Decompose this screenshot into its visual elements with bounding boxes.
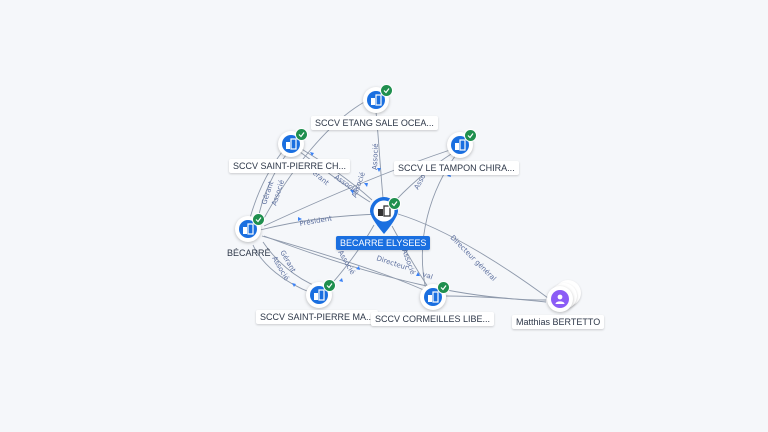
arrow-marker bbox=[350, 190, 354, 194]
edge-bertetto-elysees bbox=[397, 213, 549, 299]
arrow-marker bbox=[416, 272, 420, 276]
node-label: SCCV ETANG SALE OCEA... bbox=[311, 116, 438, 130]
node-label: SCCV CORMEILLES LIBE... bbox=[371, 312, 495, 326]
arrow-marker bbox=[292, 283, 296, 287]
node-label: BÉCARRÉ bbox=[227, 248, 271, 258]
edge-label: val bbox=[421, 270, 434, 281]
arrow-marker bbox=[377, 168, 381, 172]
arrow-marker bbox=[364, 183, 368, 187]
company-bubble[interactable] bbox=[306, 279, 336, 308]
edge-elysees-stpierre-ch-2 bbox=[299, 151, 371, 203]
building-icon bbox=[371, 94, 382, 106]
arrow-marker bbox=[310, 152, 314, 156]
edge-becarre-etang bbox=[261, 99, 369, 223]
verified-check-icon bbox=[380, 84, 393, 97]
edge-bertetto-cormeilles bbox=[445, 295, 547, 303]
edge-becarre-elysees bbox=[259, 212, 383, 231]
person-bubble[interactable] bbox=[547, 286, 573, 312]
building-icon bbox=[286, 138, 297, 150]
edge-elysees-cormeilles-2 bbox=[261, 235, 429, 293]
company-bubble[interactable] bbox=[420, 281, 450, 310]
edge-becarre-stpierre-ch-2 bbox=[249, 151, 283, 219]
verified-check-icon bbox=[323, 279, 336, 292]
node-label: SCCV SAINT-PIERRE CH... bbox=[229, 159, 351, 173]
company-bubble[interactable] bbox=[447, 129, 477, 158]
edge-label: Associé bbox=[371, 143, 380, 170]
node-label: SCCV SAINT-PIERRE MA... bbox=[256, 310, 378, 324]
arrow-marker bbox=[339, 278, 343, 282]
arrow-marker bbox=[356, 266, 360, 270]
verified-check-icon bbox=[295, 128, 308, 141]
verified-check-icon bbox=[464, 129, 477, 142]
node-label: Matthias BERTETTO bbox=[512, 315, 605, 329]
building-icon bbox=[428, 291, 439, 303]
building-icon bbox=[243, 223, 254, 235]
node-label: SCCV LE TAMPON CHIRA... bbox=[394, 161, 519, 175]
building-icon bbox=[314, 289, 325, 301]
edge-label: Président bbox=[299, 214, 333, 228]
verified-check-icon bbox=[388, 197, 401, 210]
company-bubble[interactable] bbox=[363, 84, 393, 113]
edge-becarre-stpierre-ma bbox=[252, 244, 313, 294]
arrow-marker bbox=[298, 217, 302, 221]
verified-check-icon bbox=[437, 281, 450, 294]
company-bubble[interactable] bbox=[235, 213, 265, 242]
node-label-main: BECARRE ELYSEES bbox=[336, 236, 431, 250]
verified-check-icon bbox=[252, 213, 265, 226]
user-icon bbox=[555, 294, 565, 304]
building-icon bbox=[455, 139, 466, 151]
company-bubble[interactable] bbox=[278, 128, 308, 157]
